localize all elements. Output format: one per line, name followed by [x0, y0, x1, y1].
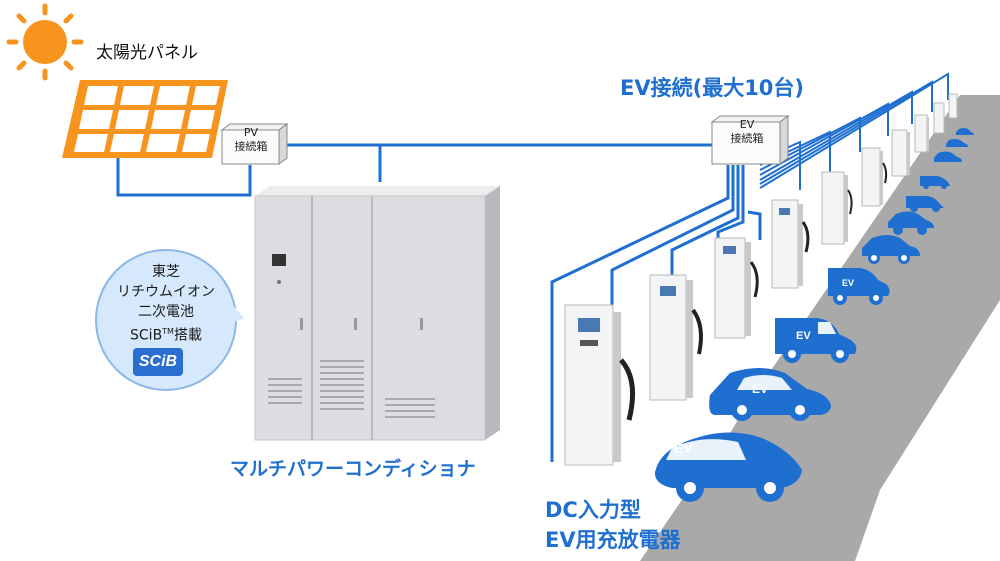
charger-10 — [948, 93, 958, 119]
car-10 — [946, 139, 968, 147]
charger-4 — [771, 199, 810, 289]
ev-junction-box-label: EV 接続箱 — [713, 118, 781, 146]
charger-line2: EV用充放電器 — [545, 528, 681, 552]
charger-7 — [891, 129, 910, 177]
car-2 — [709, 368, 831, 421]
ev-junction-box-line1: EV — [739, 118, 755, 131]
car-11 — [956, 128, 974, 135]
power-conditioner-label: マルチパワーコンディショナ — [230, 458, 476, 480]
wiring — [116, 143, 762, 462]
battery-label: 東芝 リチウムイオン 二次電池 SCiBTM搭載 — [108, 262, 224, 346]
ev-junction-box — [710, 115, 790, 165]
charger-6 — [861, 147, 888, 207]
ev-connection-label: EV接続(最大10台) — [620, 76, 805, 100]
pv-junction-box — [220, 123, 289, 165]
car-1 — [654, 432, 802, 502]
power-conditioner-cabinet — [254, 186, 500, 441]
car-6 — [888, 211, 934, 235]
charger-1 — [564, 304, 636, 466]
battery-line2: リチウムイオン — [117, 284, 215, 300]
solar-panel-label: 太陽光パネル — [96, 43, 198, 63]
car-9 — [934, 151, 962, 162]
car-4 — [828, 268, 890, 305]
solar-panel-icon — [62, 80, 228, 158]
ev-junction-box-line2: 接続箱 — [730, 132, 764, 145]
car-1-label: EV — [674, 440, 693, 456]
scib-logo: SCiB — [133, 348, 183, 376]
battery-line4-prefix: SCiB — [130, 327, 163, 344]
charger-2 — [649, 274, 703, 401]
charger-8 — [914, 114, 929, 153]
car-7 — [906, 196, 944, 212]
car-3-label: EV — [796, 330, 811, 342]
battery-line4-tm: TM — [162, 327, 174, 336]
charger-label: DC入力型 EV用充放電器 — [545, 495, 681, 555]
sun-icon — [6, 3, 84, 81]
pv-junction-box-line1: PV — [243, 126, 259, 139]
pv-junction-box-label: PV 接続箱 — [222, 126, 280, 154]
battery-line1: 東芝 — [152, 264, 180, 280]
car-2-label: EV — [752, 382, 769, 396]
wiring-far — [759, 72, 949, 190]
battery-line4: SCiBTM搭載 — [108, 322, 224, 346]
cars — [654, 128, 974, 502]
battery-line4-suffix: 搭載 — [173, 327, 202, 344]
charger-line1: DC入力型 — [545, 498, 641, 522]
charger-5 — [821, 171, 853, 245]
chargers — [564, 93, 958, 466]
car-3 — [775, 318, 857, 363]
battery-bubble — [95, 249, 244, 392]
car-4-label: EV — [842, 278, 855, 288]
charger-3 — [714, 237, 759, 339]
car-5 — [862, 235, 920, 264]
charger-9 — [933, 102, 945, 134]
car-8 — [920, 176, 950, 189]
battery-line3: 二次電池 — [138, 304, 194, 320]
pv-junction-box-line2: 接続箱 — [234, 140, 268, 153]
